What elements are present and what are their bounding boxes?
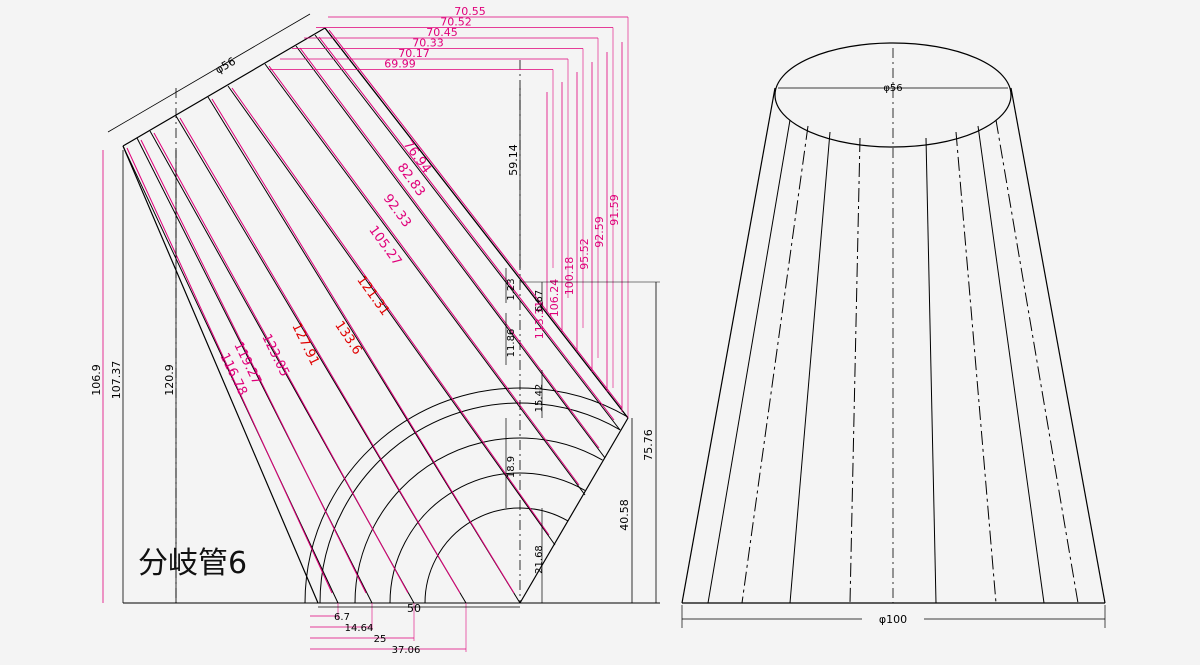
left-development-view: φ56 70.5570.5270.4570.3370.1769.9991.599… xyxy=(90,5,660,656)
bottom-dim-label-1: 14.64 xyxy=(345,623,374,634)
cone-element-7 xyxy=(995,119,1079,604)
projection-line-8 xyxy=(318,36,615,421)
stack-dim-label-1: 92.59 xyxy=(593,216,606,248)
stack-dim-label-3: 100.18 xyxy=(563,257,576,296)
bottom-dim-label-2: 25 xyxy=(374,634,387,645)
bottom-dim-label-0: 6.7 xyxy=(334,612,350,623)
cone-element-3 xyxy=(849,137,861,604)
radius-dim-label: 50 xyxy=(407,602,421,615)
projection-line-4 xyxy=(211,98,515,594)
projection-line-0 xyxy=(126,147,333,594)
element-line-7 xyxy=(295,45,606,459)
element-line-5 xyxy=(227,85,556,546)
small-dim-label-1: 6.67 xyxy=(534,290,545,312)
height-dim-label-0: 106.9 xyxy=(90,364,103,396)
top-dim-label-5: 69.99 xyxy=(384,58,416,71)
bottom-dim-label-3: 37.06 xyxy=(392,645,421,656)
miter-line xyxy=(519,417,629,604)
small-dim-label-4: 18.9 xyxy=(506,456,517,478)
top-dim-label-4: 70.17 xyxy=(398,47,430,60)
top-edge-line xyxy=(122,27,326,147)
arc-0 xyxy=(424,507,568,604)
h59-dim-label: 59.14 xyxy=(507,144,520,176)
projection-line-9 xyxy=(328,29,623,409)
h40-dim-label: 40.58 xyxy=(618,499,631,531)
left-edge-line xyxy=(122,145,319,604)
cone-element-5 xyxy=(955,131,997,604)
projection-line-1 xyxy=(140,139,367,594)
arc-2 xyxy=(354,437,603,604)
projection-line-6 xyxy=(268,65,580,486)
top-dim-label-0: 70.55 xyxy=(454,5,486,18)
small-dim-label-0: 1.23 xyxy=(506,278,517,300)
arc-3 xyxy=(319,402,621,604)
arc-1 xyxy=(389,472,586,604)
top-diameter-label: φ56 xyxy=(883,83,902,94)
diag-dim-label-3: 105.27 xyxy=(365,223,404,269)
cone-element-lines xyxy=(707,119,1079,604)
projection-line-7 xyxy=(299,47,600,449)
stack-dim-label-5: 113.31 xyxy=(533,301,546,340)
base-label-bg xyxy=(862,611,924,626)
diag-dim-label-6: 127.91 xyxy=(288,321,321,368)
diag-dim-label-4: 121.31 xyxy=(353,273,392,319)
arc-4 xyxy=(304,387,628,604)
cone-right-edge xyxy=(1010,87,1106,604)
cone-element-6 xyxy=(977,125,1045,604)
element-line-8 xyxy=(314,34,621,431)
stack-dim-label-2: 95.52 xyxy=(578,238,591,270)
cone-left-edge xyxy=(681,87,776,604)
top-ellipse xyxy=(774,42,1012,148)
slant-line-group xyxy=(122,27,629,604)
cone-element-1 xyxy=(741,125,809,604)
diag-dim-label-5: 133.6 xyxy=(331,318,364,357)
cone-element-4 xyxy=(925,137,937,604)
element-line-9 xyxy=(324,27,629,419)
base-diameter-label: φ100 xyxy=(879,613,907,626)
height-dim-label-2: 120.9 xyxy=(163,364,176,396)
drawing-title: 分岐管6 xyxy=(138,546,248,581)
right-elevation-view: φ56 φ100 xyxy=(681,42,1106,628)
small-dim-label-2: 11.86 xyxy=(506,329,517,358)
arc-group xyxy=(304,387,628,604)
element-line-0 xyxy=(122,145,339,604)
h75-dim-label: 75.76 xyxy=(642,429,655,461)
small-dim-label-5: 21.68 xyxy=(534,545,545,574)
element-line-6 xyxy=(264,63,586,496)
cone-element-0 xyxy=(707,119,791,604)
stack-dim-label-0: 91.59 xyxy=(608,194,621,226)
projection-line-5 xyxy=(231,87,550,536)
projection-line-2 xyxy=(153,132,409,594)
top-dim-label-2: 70.45 xyxy=(426,26,458,39)
cone-element-2 xyxy=(789,131,831,604)
diag-dim-label-2: 92.33 xyxy=(380,191,414,230)
height-dim-label-1: 107.37 xyxy=(110,361,123,400)
top-dim-label-1: 70.52 xyxy=(440,16,472,29)
stack-dim-label-4: 106.24 xyxy=(548,279,561,318)
projection-line-3 xyxy=(179,117,461,594)
top-dim-label-3: 70.33 xyxy=(412,37,444,50)
small-dim-label-3: 15.42 xyxy=(534,384,545,413)
diag-dim-label-7: 123.05 xyxy=(258,332,291,379)
diameter-dim-line xyxy=(107,13,311,133)
